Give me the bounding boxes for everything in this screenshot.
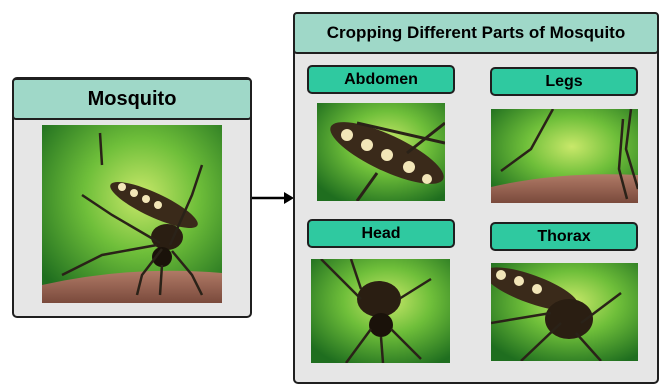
arrow-icon [250,190,296,206]
source-title: Mosquito [12,78,252,120]
crop-label-head: Head [307,219,455,248]
crop-label-thorax: Thorax [490,222,638,251]
legs-crop-image [491,109,638,203]
mosquito-photo [42,125,222,303]
crop-label-abdomen: Abdomen [307,65,455,94]
crop-label-legs: Legs [490,67,638,96]
thorax-crop-image [491,263,638,361]
abdomen-crop-image [317,103,445,201]
crops-title: Cropping Different Parts of Mosquito [293,12,659,54]
head-crop-image [311,259,450,363]
